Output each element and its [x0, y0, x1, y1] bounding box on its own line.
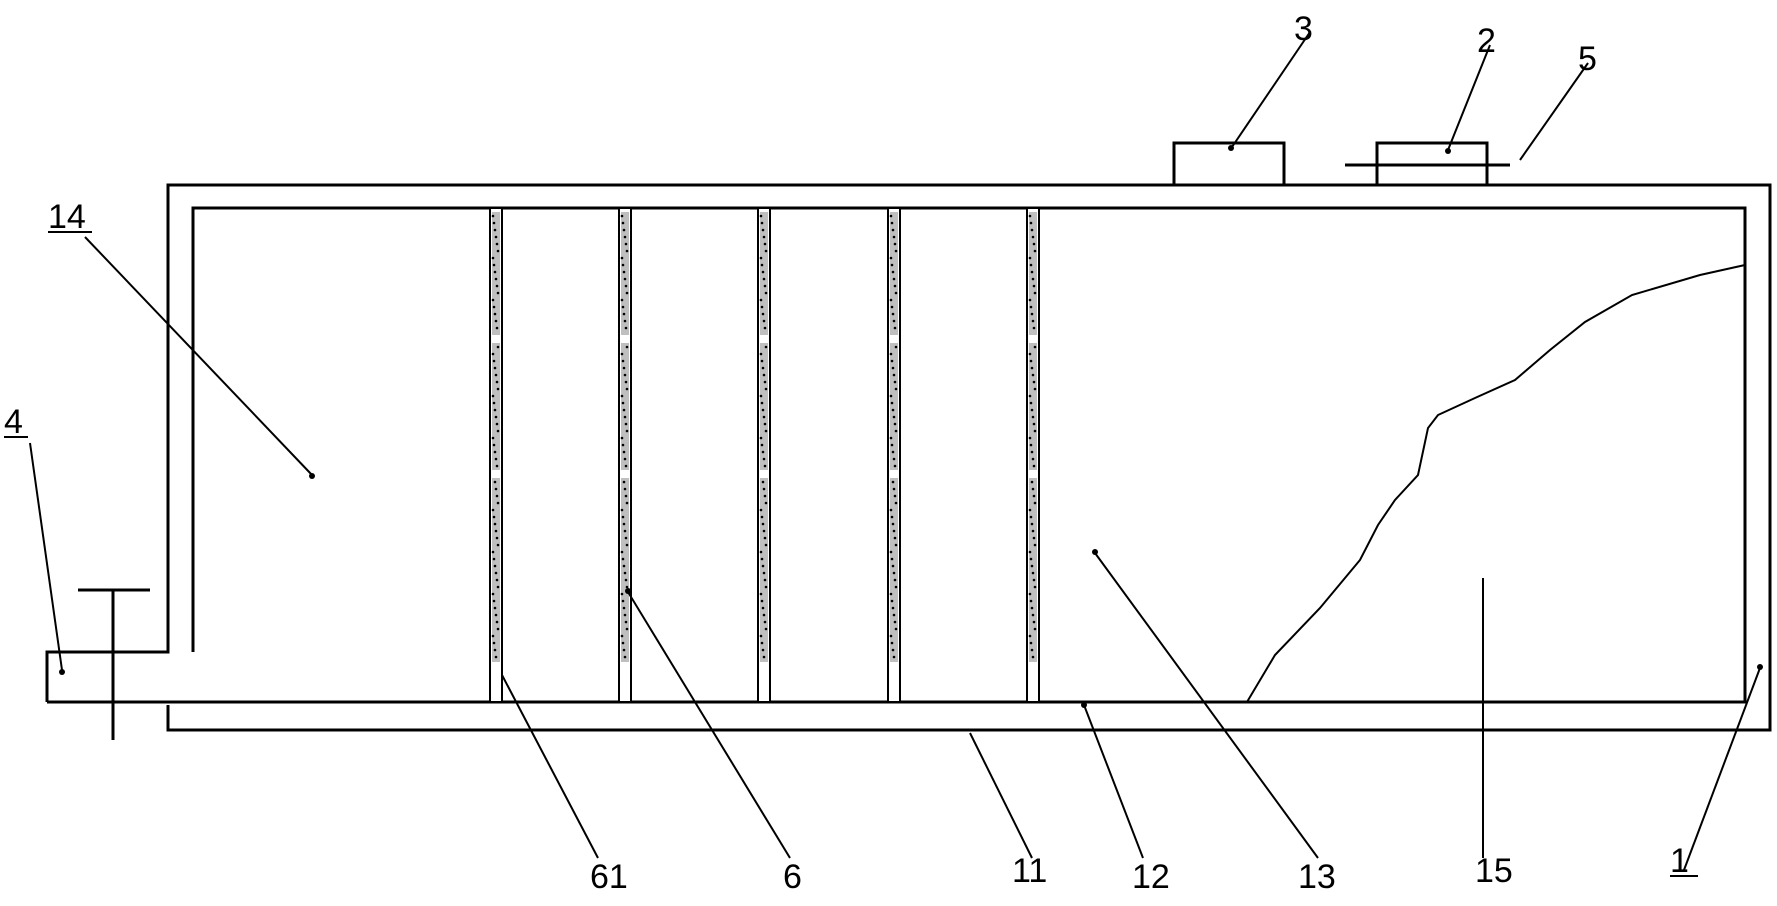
label-11: 11	[1012, 852, 1047, 890]
filter-plates	[489, 207, 1040, 703]
label-2: 2	[1477, 22, 1496, 60]
label-6: 6	[783, 858, 802, 896]
filter-media	[621, 343, 629, 470]
label-1: 1	[1670, 842, 1689, 880]
label-14: 14	[48, 198, 86, 236]
material-surface-line	[1246, 264, 1746, 703]
filter-media	[621, 478, 629, 662]
label-13: 13	[1298, 858, 1336, 896]
box-3	[1172, 141, 1286, 187]
filter-media	[890, 478, 898, 662]
filter-media	[1029, 212, 1037, 335]
filter-media	[1029, 343, 1037, 470]
filter-media	[890, 212, 898, 335]
filter-media	[760, 212, 768, 335]
filter-plate	[489, 207, 503, 703]
tank-inner-wall	[47, 206, 1747, 704]
leader-lines	[29, 31, 1763, 871]
filter-media	[760, 478, 768, 662]
filter-media	[492, 343, 500, 470]
callout-labels: 14 4 3 2 5 61 6 11 12 13 15 1	[4, 10, 1698, 896]
filter-plate	[618, 207, 632, 703]
filter-media	[621, 212, 629, 335]
label-5: 5	[1578, 40, 1597, 78]
filter-media	[890, 343, 898, 470]
filter-plate	[887, 207, 901, 703]
label-61: 61	[590, 858, 628, 896]
filter-media	[492, 212, 500, 335]
filter-media	[492, 478, 500, 662]
valve-4	[78, 588, 150, 740]
tank-walls	[45, 183, 1772, 732]
label-3: 3	[1294, 10, 1313, 48]
label-12: 12	[1132, 858, 1170, 896]
filter-media	[760, 343, 768, 470]
tank-outer-wall	[45, 183, 1772, 732]
filter-plate	[757, 207, 771, 703]
filter-media	[1029, 478, 1037, 662]
label-4: 4	[4, 403, 23, 441]
filter-plate	[1026, 207, 1040, 703]
label-15: 15	[1475, 852, 1513, 890]
